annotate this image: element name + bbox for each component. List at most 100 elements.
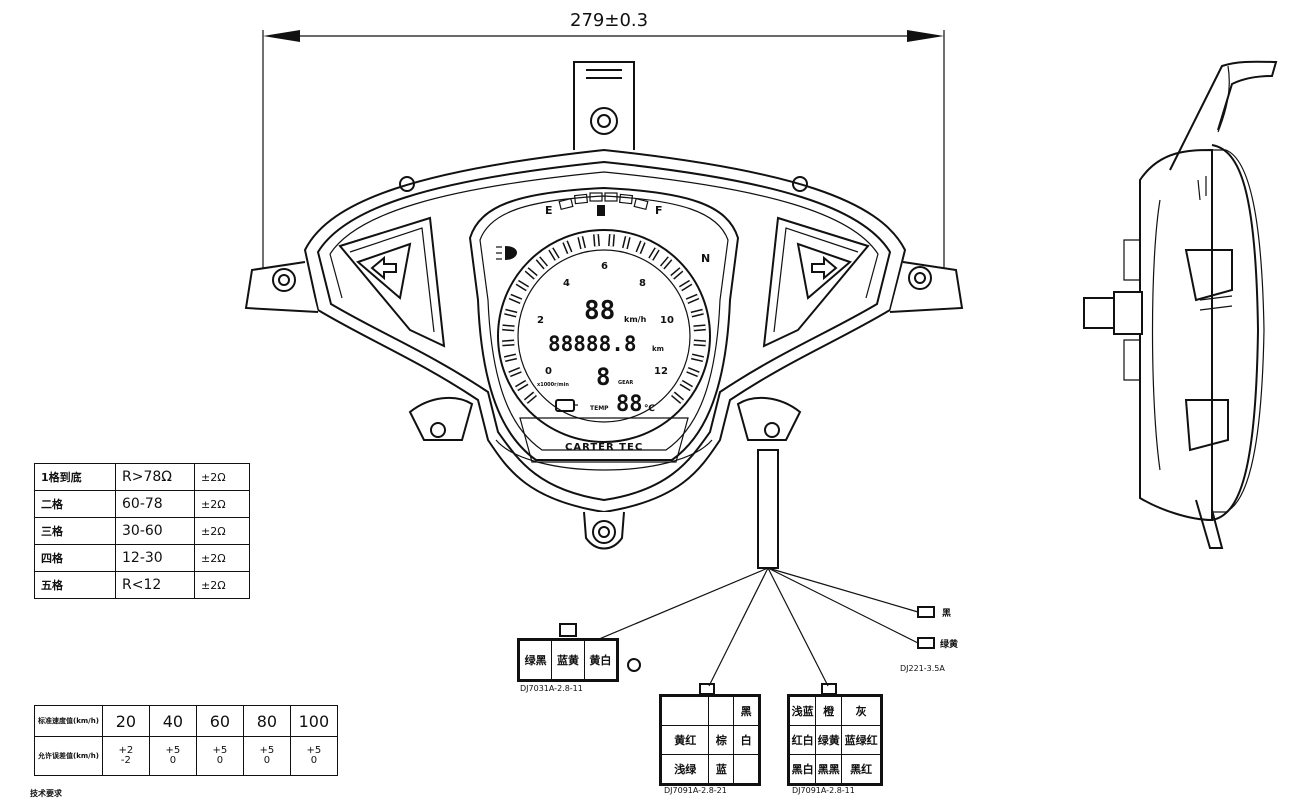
rpm-tick-inner (649, 248, 659, 260)
rpm-unit-label: x1000r/min (537, 382, 569, 388)
wire-terminal-1 (917, 606, 935, 618)
table-row: 四格 12-30 ±2Ω (34, 544, 250, 572)
speed-digits: 88 (584, 296, 615, 326)
brand-label: CARTER TEC (565, 442, 643, 453)
scale-label-6: 6 (601, 261, 608, 272)
rpm-tick-inner (693, 340, 706, 345)
rpm-tick-inner (578, 236, 585, 249)
pin-cell: 绿黄 (815, 725, 843, 755)
scale-label-10: 10 (660, 315, 674, 326)
rpm-tick-inner (524, 392, 537, 403)
connector-9pin-b-label: DJ7091A-2.8-11 (792, 786, 855, 795)
gear-small-label: GEAR (618, 380, 633, 386)
odometer-unit: km (652, 345, 664, 353)
rpm-tick-inner (661, 257, 672, 269)
temp-label: TEMP (590, 405, 609, 412)
rpm-tick-inner (509, 295, 522, 303)
side-view (1083, 60, 1278, 549)
neutral-indicator: N (701, 252, 710, 265)
tolerance-cell: ±2Ω (194, 517, 250, 545)
pin-cell: 棕 (708, 725, 735, 755)
wire-label-green-yellow: 绿黄 (940, 640, 959, 650)
headlight-icon (496, 246, 518, 260)
pin-cell: 黑黑 (815, 754, 843, 784)
fuel-pump-icon (597, 205, 605, 216)
speed-value: 100 (289, 705, 338, 737)
temp-digits: 88 (616, 392, 643, 417)
connector-3pin-label: DJ7031A-2.8-11 (520, 684, 583, 693)
rpm-tick-inner (504, 310, 517, 316)
row-header: 标准速度值(km/h) (34, 705, 103, 737)
wiring-harness (559, 449, 935, 695)
top-mount-bracket (573, 61, 635, 150)
connector-9pin-a: 黑 黄红棕白 浅绿蓝 (659, 694, 761, 786)
pin-cell: 蓝 (708, 754, 735, 784)
rpm-tick-inner (623, 236, 630, 249)
table-row: 五格 R<12 ±2Ω (34, 571, 250, 599)
dimension-label: 279±0.3 (570, 10, 648, 31)
speed-value: 20 (101, 705, 150, 737)
tolerance-cell: ±2Ω (194, 490, 250, 518)
rpm-tick-inner (671, 392, 684, 403)
pin-cell: 黄白 (583, 640, 618, 680)
rpm-tick-inner (536, 257, 547, 269)
wire-terminal-2 (917, 637, 935, 649)
meter-housing (244, 148, 964, 550)
scale-label-12: 12 (654, 366, 668, 377)
rpm-tick-inner (636, 241, 645, 254)
tolerance-cell: ±2Ω (194, 544, 250, 572)
range-cell: R<12 (115, 571, 195, 599)
table-row: 二格 60-78 ±2Ω (34, 490, 250, 518)
rpm-tick-inner (563, 241, 572, 254)
odometer-digits: 88888.8 (548, 332, 637, 356)
dimension-line: 279±0.3 (262, 10, 945, 310)
gauge-face: E F N 0 2 4 6 8 10 12 88 km/h 88888.8 km… (468, 186, 740, 471)
level-cell: 三格 (34, 517, 116, 545)
rpm-tick-inner (508, 368, 522, 376)
pin-cell: 浅蓝 (788, 696, 817, 726)
left-turn-indicator (338, 216, 446, 348)
table-row: 1格到底 R>78Ω ±2Ω (34, 463, 250, 491)
rpm-tick-inner (671, 268, 683, 279)
rpm-tick-inner (693, 325, 706, 330)
rpm-tick-inner (686, 368, 700, 376)
wire-label-black: 黑 (942, 609, 952, 619)
scale-label-4: 4 (563, 278, 570, 289)
scale-label-8: 8 (639, 278, 646, 289)
row-header: 允许误差值(km/h) (34, 736, 103, 776)
table-row: 标准速度值(km/h) 20 40 60 80 100 (34, 705, 338, 737)
rpm-tick-inner (686, 295, 699, 303)
speed-value: 60 (195, 705, 244, 737)
rpm-tick-inner (691, 354, 704, 361)
speed-tolerance-table: 标准速度值(km/h) 20 40 60 80 100 允许误差值(km/h) … (34, 705, 338, 776)
temp-unit: ℃ (644, 404, 655, 414)
fuel-empty-label: E (545, 204, 553, 217)
rpm-tick-inner (525, 268, 537, 279)
scale-label-2: 2 (537, 315, 544, 326)
pin-cell: 黄红 (660, 725, 710, 755)
table-row: 三格 30-60 ±2Ω (34, 517, 250, 545)
connector-3pin: 绿黑 蓝黄 黄白 (517, 638, 619, 682)
range-cell: 12-30 (115, 544, 195, 572)
pin-cell: 橙 (815, 696, 843, 726)
pin-cell: 绿黑 (518, 640, 553, 680)
rpm-tick-inner (515, 381, 528, 390)
footer-note: 技术要求 (30, 789, 62, 798)
connector-9pin-b: 浅蓝橙灰 红白绿黄蓝绿红 黑白黑黑黑红 (787, 694, 883, 786)
pin-cell: 灰 (841, 696, 881, 726)
pin-cell: 红白 (788, 725, 817, 755)
level-cell: 二格 (34, 490, 116, 518)
rpm-tick-inner (502, 340, 515, 345)
pin-cell: 白 (733, 725, 759, 755)
pin-cell: 蓝绿红 (841, 725, 881, 755)
range-cell: 30-60 (115, 517, 195, 545)
speed-value: 80 (242, 705, 291, 737)
pin-cell: 黑红 (841, 754, 881, 784)
right-turn-indicator (762, 216, 870, 348)
speed-unit: km/h (624, 315, 647, 324)
